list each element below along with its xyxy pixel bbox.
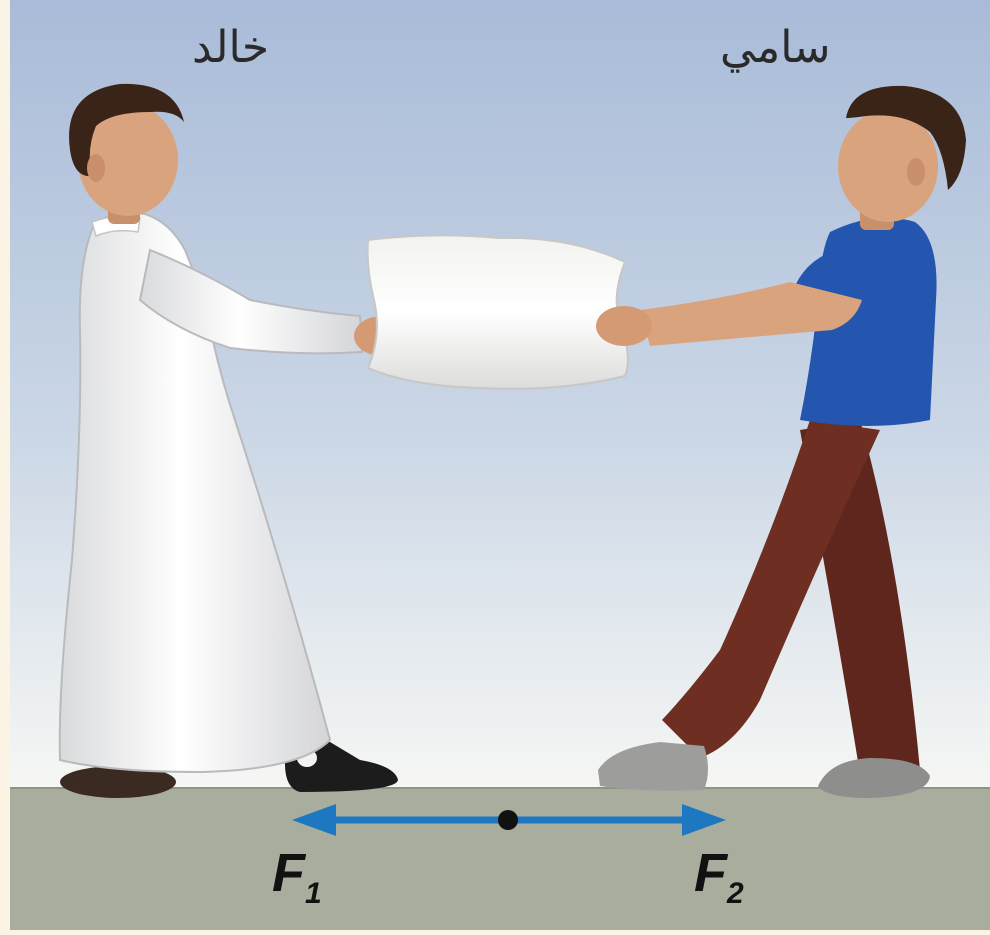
force-1-subscript: 1 [305,877,322,910]
right-boy-ear [907,158,925,186]
force-label-f1: F1 [272,842,322,911]
left-person-name: خالد [192,22,269,73]
force-2-symbol: F [694,843,727,903]
page-margin [0,0,10,930]
force-1-symbol: F [272,843,305,903]
right-boy-hand [596,306,652,346]
force-label-f2: F2 [694,842,744,911]
right-person-name: سامي [720,22,831,73]
force-2-subscript: 2 [727,877,744,910]
ground-strip [10,788,990,930]
pillow [368,235,628,388]
force-origin-point [498,810,518,830]
left-boy-ear [87,154,105,182]
